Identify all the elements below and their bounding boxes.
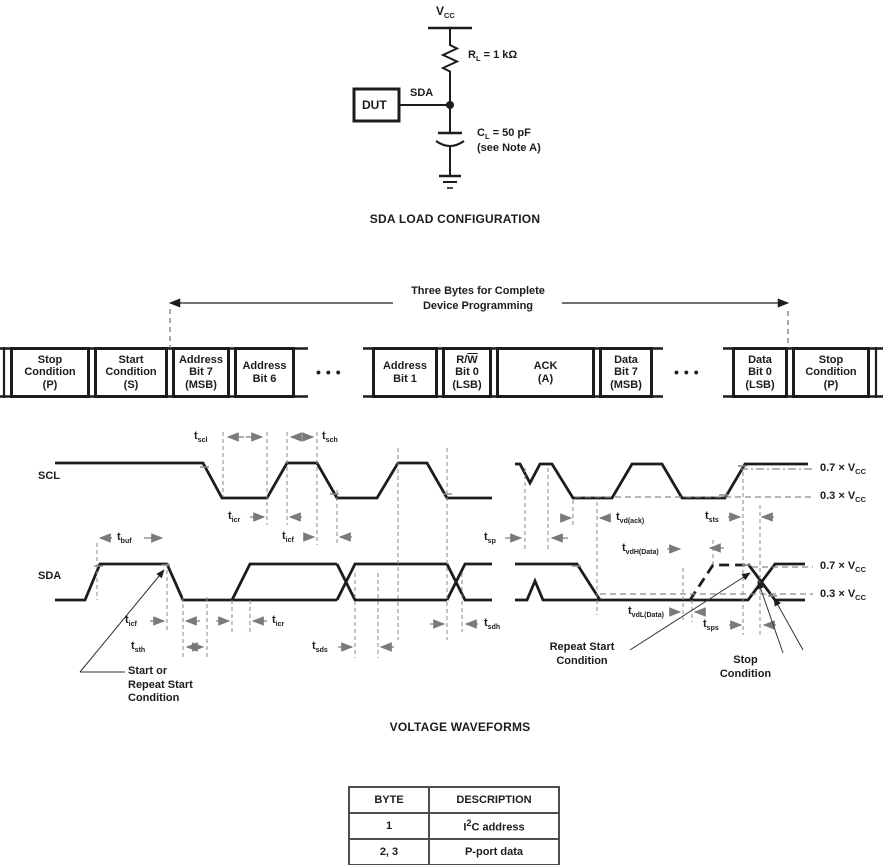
circuit-caption: SDA LOAD CONFIGURATION — [369, 212, 541, 226]
t-icr-sda-label: ticr — [272, 614, 285, 628]
scl-level-07vcc: 0.7 × VCC — [820, 462, 867, 476]
t-vd-ack-label: tvd(ack) — [616, 511, 645, 525]
dut-label: DUT — [362, 98, 387, 112]
dashed-guides — [96, 432, 761, 658]
rl-label: RL = 1 kΩ — [468, 49, 518, 63]
t-vdh-data-label: tvdH(Data) — [622, 542, 659, 556]
byte-box-data-bit7: Data Bit 7 (MSB) — [599, 347, 653, 398]
repeat-start-dashed-segment — [688, 563, 748, 601]
sda-level-07vcc: 0.7 × VCC — [820, 560, 867, 574]
t-sdh-label: tsdh — [484, 617, 501, 631]
byte-box-data-bit0: Data Bit 0 (LSB) — [732, 347, 788, 398]
byte-box-stop-2: Stop Condition (P) — [792, 347, 870, 398]
three-bytes-arrow — [168, 298, 790, 347]
ellipsis-dots-1: ••• — [316, 364, 346, 380]
table-cell-byte-2: 2, 3 — [348, 838, 430, 865]
t-scl-label: tscl — [194, 430, 208, 444]
byte-box-address-bit1: Address Bit 1 — [372, 347, 438, 398]
stop-condition-annotation: Stop Condition — [719, 654, 772, 680]
cl-label: CL = 50 pF — [477, 127, 531, 141]
dimension-arrows — [98, 432, 776, 652]
edge-ticks — [94, 465, 777, 597]
t-sp-label: tsp — [484, 531, 496, 545]
sda-node-dot — [446, 101, 454, 109]
table-header-row: BYTE DESCRIPTION — [348, 786, 560, 814]
byte-box-ack: ACK (A) — [496, 347, 595, 398]
table-header-description: DESCRIPTION — [428, 786, 560, 814]
byte-box-address-bit7: Address Bit 7 (MSB) — [172, 347, 230, 398]
table-row: 1 I2C address — [348, 812, 560, 840]
repeat-start-annotation: Repeat Start Condition — [549, 641, 615, 667]
t-sch-label: tsch — [322, 430, 338, 444]
level-guides — [575, 468, 813, 595]
byte-box-rw-bit0: R/W Bit 0 (LSB) — [442, 347, 492, 398]
sda-pin-label: SDA — [410, 87, 434, 99]
resistor-symbol — [440, 41, 460, 78]
annotation-pointers — [79, 569, 804, 673]
t-sds-label: tsds — [312, 640, 328, 654]
ground-symbol — [439, 174, 461, 189]
sda-level-03vcc: 0.3 × VCC — [820, 588, 867, 602]
scl-waveform — [55, 461, 808, 500]
circuit-wires — [399, 26, 472, 189]
byte-description-table: BYTE DESCRIPTION 1 I2C address 2, 3 P-po… — [348, 786, 560, 865]
byte-box-stop-1: Stop Condition (P) — [10, 347, 90, 398]
sda-row-label: SDA — [38, 570, 62, 582]
t-icf-sda-label: ticf — [125, 614, 137, 628]
t-sps-label: tsps — [703, 618, 719, 632]
dut-box — [352, 87, 401, 123]
t-icr-scl-label: ticr — [228, 510, 241, 524]
byte-box-start: Start Condition (S) — [94, 347, 168, 398]
table-header-byte: BYTE — [348, 786, 430, 814]
vcc-label: VCC — [436, 4, 455, 20]
table-cell-desc-2: P-port data — [428, 838, 560, 865]
cl-note: (see Note A) — [477, 142, 541, 154]
t-sth-label: tsth — [131, 640, 146, 654]
table-row: 2, 3 P-port data — [348, 838, 560, 865]
t-icf-scl-label: ticf — [282, 530, 294, 544]
capacitor-bottom-plate — [435, 140, 465, 147]
byte-box-address-bit6: Address Bit 6 — [234, 347, 295, 398]
three-bytes-label: Three Bytes for Complete Device Programm… — [411, 285, 545, 312]
t-buf-label: tbuf — [117, 531, 132, 545]
t-vdl-data-label: tvdL(Data) — [628, 605, 664, 619]
scl-row-label: SCL — [38, 470, 60, 482]
table-cell-byte-1: 1 — [348, 812, 430, 840]
scl-level-03vcc: 0.3 × VCC — [820, 490, 867, 504]
t-sts-label: tsts — [705, 510, 719, 524]
table-cell-desc-1: I2C address — [428, 812, 560, 840]
ellipsis-dots-2: ••• — [674, 364, 704, 380]
start-repeat-start-annotation: Start or Repeat Start Condition — [128, 665, 193, 704]
waveforms-caption: VOLTAGE WAVEFORMS — [389, 720, 531, 734]
